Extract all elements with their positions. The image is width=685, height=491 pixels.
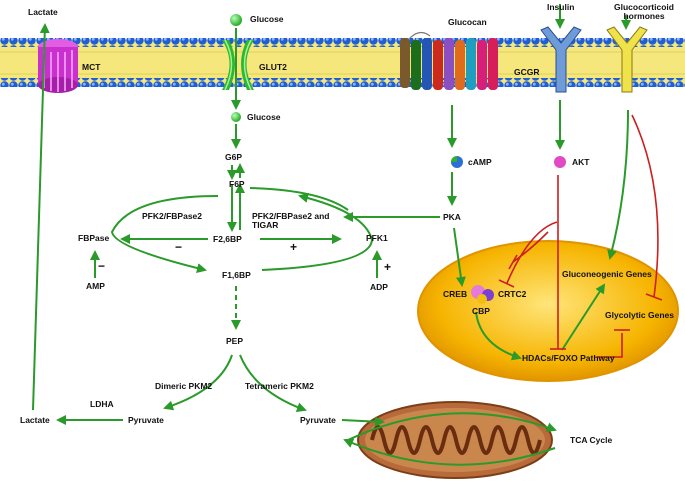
- inhibition-layer: [498, 114, 663, 358]
- amp-label: AMP: [86, 281, 105, 291]
- cell-membrane: [0, 38, 685, 87]
- glucose-in-label: Glucose: [247, 112, 281, 122]
- creb-label: CREB: [443, 289, 468, 299]
- nucleus-icon: [417, 240, 679, 382]
- glut2-label: GLUT2: [259, 62, 287, 72]
- gcgr-receptor-icon: [400, 31, 498, 90]
- f26bp-label: F2,6BP: [213, 234, 242, 244]
- camp-label: cAMP: [468, 157, 492, 167]
- glucose-molecule-icon: [231, 112, 241, 122]
- insulin-label: Insulin: [547, 2, 575, 12]
- minus-sign-f26: −: [175, 240, 183, 254]
- glucocorticoid-label: Glucocorticoid hormones: [614, 2, 674, 21]
- mct-label: MCT: [82, 62, 101, 72]
- mct-transporter-icon: [38, 39, 78, 93]
- cbp-label: CBP: [472, 306, 490, 316]
- glucocan-label: Glucocan: [448, 17, 487, 27]
- glucocorticoid-receptor-icon: [606, 26, 648, 93]
- hdacs-foxo-label: HDACs/FOXO Pathway: [522, 353, 615, 363]
- plus-sign-adp: +: [384, 260, 392, 274]
- pfk2-tigar-label: PFK2/FBPase2 and TIGAR: [252, 211, 330, 230]
- pyruvate-right-label: Pyruvate: [300, 415, 336, 425]
- pka-label: PKA: [443, 212, 461, 222]
- pfk2-fbpase2-label: PFK2/FBPase2: [142, 211, 202, 221]
- cbp-icon: [477, 294, 487, 304]
- glycolytic-genes-label: Glycolytic Genes: [605, 310, 674, 320]
- arrow-layer: [32, 4, 631, 466]
- gcgr-label: GCGR: [514, 67, 540, 77]
- akt-icon: [554, 156, 566, 168]
- lactate-in-label: Lactate: [20, 415, 50, 425]
- glucose-molecule-icon: [230, 14, 242, 26]
- plus-sign-f26: +: [290, 240, 298, 254]
- ldha-label: LDHA: [90, 399, 114, 409]
- dimeric-pkm2-label: Dimeric PKM2: [155, 381, 213, 391]
- pfk1-label: PFK1: [366, 233, 388, 243]
- minus-sign-fbpase: −: [98, 259, 106, 273]
- akt-label: AKT: [572, 157, 590, 167]
- lactate-out-label: Lactate: [28, 7, 58, 17]
- insulin-receptor-icon: [540, 26, 582, 93]
- pyruvate-left-label: Pyruvate: [128, 415, 164, 425]
- f6p-label: F6P: [229, 179, 245, 189]
- g6p-label: G6P: [225, 152, 243, 162]
- f16bp-label: F1,6BP: [222, 270, 251, 280]
- fbpase-label: FBPase: [78, 233, 110, 243]
- glucose-out-label: Glucose: [250, 14, 284, 24]
- pep-label: PEP: [226, 336, 244, 346]
- crtc2-label: CRTC2: [498, 289, 527, 299]
- tca-cycle-label: TCA Cycle: [570, 435, 613, 445]
- glut2-transporter-icon: [222, 39, 254, 91]
- gluconeogenic-genes-label: Gluconeogenic Genes: [562, 269, 652, 279]
- adp-label: ADP: [370, 282, 388, 292]
- tetrameric-pkm2-label: Tetrameric PKM2: [245, 381, 314, 391]
